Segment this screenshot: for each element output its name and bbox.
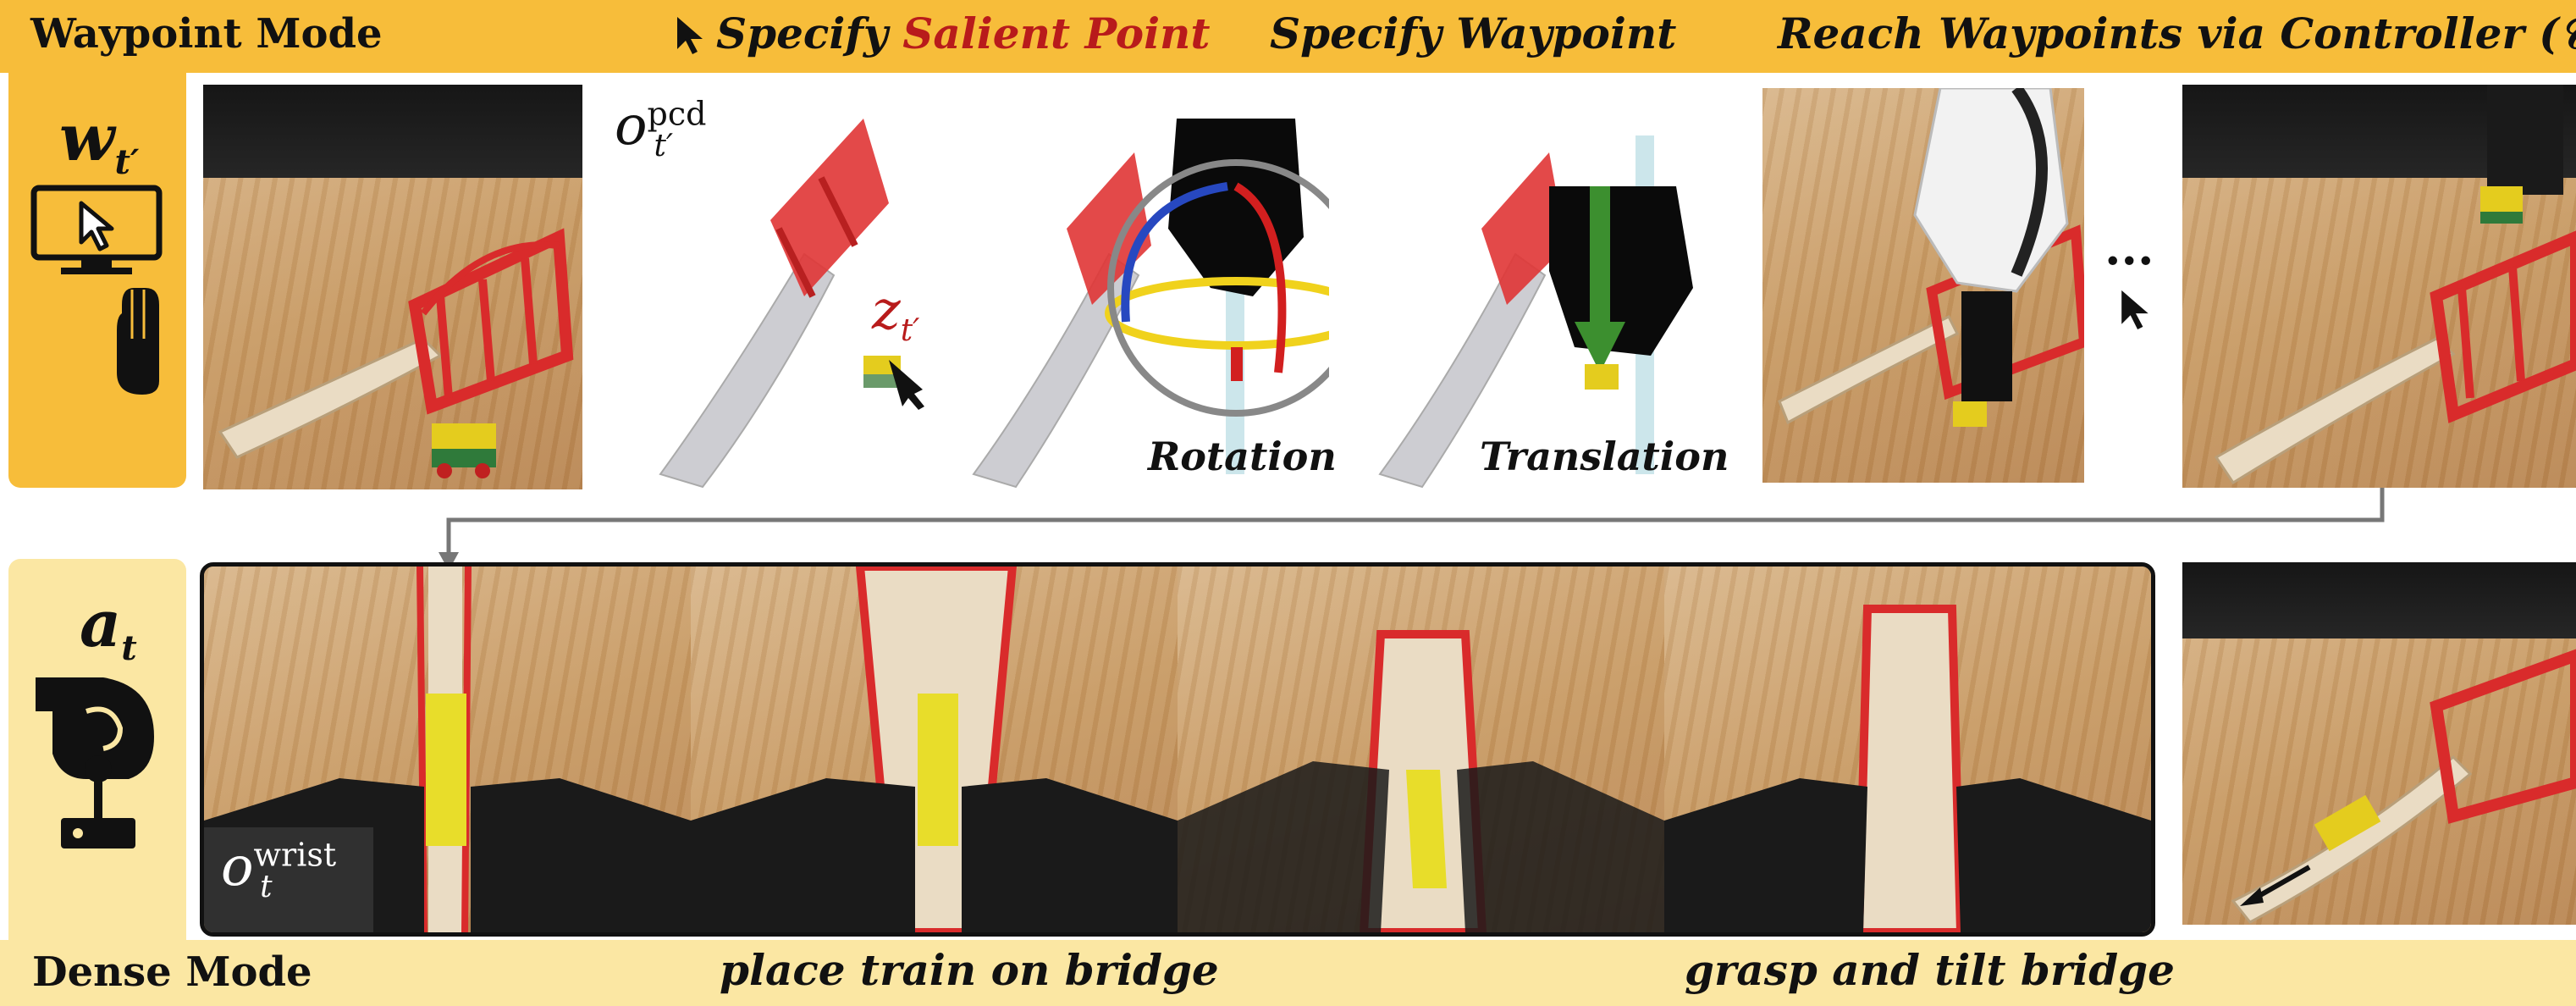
dense-footer-band	[0, 940, 2576, 1006]
pcd-observation-label: opcdt′	[615, 95, 707, 163]
robot-reach-photo	[1762, 88, 2084, 483]
hand-joystick-icon	[36, 677, 154, 848]
wrist-frame-4	[1664, 567, 2151, 932]
waypoint-header-band	[0, 0, 2576, 73]
wrist-label-box	[204, 827, 373, 932]
tilt-result-photo	[2182, 562, 2576, 925]
translation-label: Translation	[1480, 434, 1729, 479]
cursor-icon	[677, 17, 703, 54]
wrist-camera-strip: owristt	[200, 562, 2155, 937]
dense-mode-title: Dense Mode	[32, 948, 312, 996]
grasp-tilt-caption: grasp and tilt bridge	[1685, 945, 2175, 995]
waypoint-mode-title: Waypoint Mode	[30, 10, 383, 58]
initial-scene-photo	[203, 85, 582, 489]
ellipsis: ...	[2104, 220, 2154, 276]
pcd-translation-panel	[1378, 135, 1693, 489]
rotation-label: Rotation	[1148, 434, 1337, 479]
mode-switch-connector	[439, 488, 2385, 571]
cursor-icon	[2121, 290, 2149, 330]
reach-waypoints-header: Reach Waypoints via Controller (𝒞)	[1778, 8, 2576, 58]
mouse-hand-icon	[117, 288, 159, 395]
pcd-rotation-panel	[972, 119, 1329, 489]
waypoint-symbol: wt′	[59, 100, 140, 183]
pcd-salient-panel	[659, 119, 924, 489]
final-scene-photo	[2182, 85, 2576, 488]
place-train-caption: place train on bridge	[720, 945, 1219, 995]
wrist-frame-2	[691, 567, 1178, 932]
wrist-observation-label: owristt	[221, 836, 337, 904]
waypoint-side-band	[8, 73, 186, 488]
dense-symbol: at	[80, 586, 137, 669]
monitor-cursor-icon	[30, 185, 163, 274]
salient-point-label: zt′	[872, 279, 920, 348]
specify-waypoint-header: Specify Waypoint	[1270, 8, 1677, 58]
specify-salient-header: Specify Salient Point	[716, 8, 1211, 58]
wrist-frame-3	[1178, 567, 1664, 932]
